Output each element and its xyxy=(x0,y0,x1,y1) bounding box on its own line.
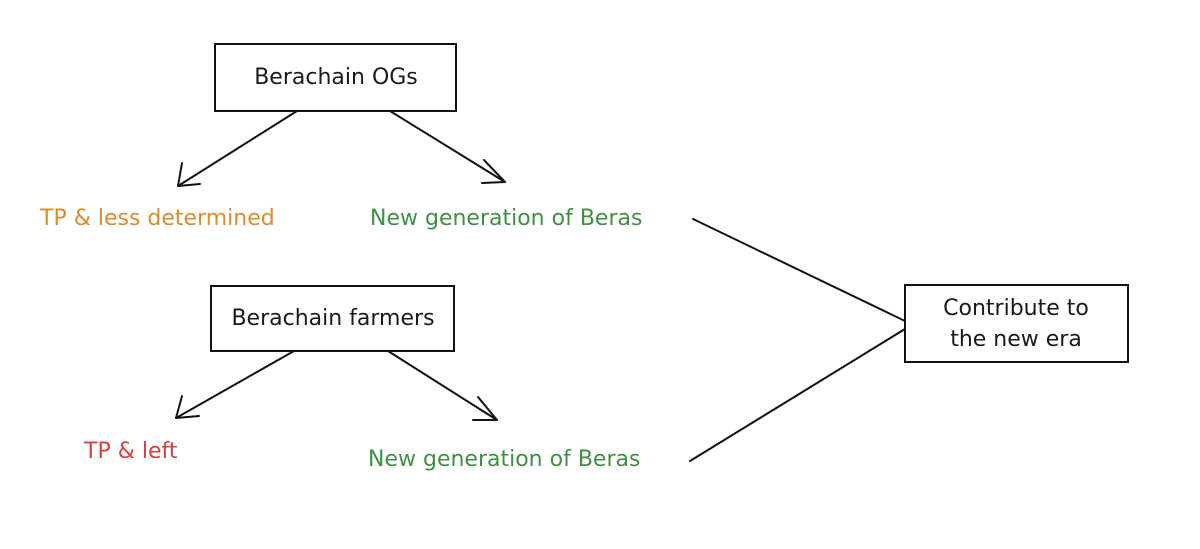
arrowhead-og-to-new xyxy=(481,159,506,184)
og-outcome-new-generation-label: New generation of Beras xyxy=(370,206,642,231)
edge-og-to-tp xyxy=(177,110,298,187)
node-berachain-farmers-label: Berachain farmers xyxy=(231,306,434,331)
arrowhead-farmers-to-tp xyxy=(175,395,200,419)
node-berachain-farmers-box xyxy=(210,285,455,352)
edge-farmers-new-to-contribute xyxy=(689,328,906,462)
node-contribute: Contribute to the new era xyxy=(904,284,1129,363)
arrowhead-og-to-tp xyxy=(177,162,201,187)
edge-og-new-to-contribute xyxy=(692,218,906,322)
node-contribute-label-line2: the new era xyxy=(950,327,1082,352)
node-berachain-ogs-box xyxy=(214,43,457,112)
node-berachain-ogs: Berachain OGs xyxy=(214,43,457,112)
node-contribute-label-line1: Contribute to xyxy=(943,296,1089,321)
edge-farmers-to-tp xyxy=(175,350,295,419)
node-berachain-ogs-label: Berachain OGs xyxy=(254,65,418,90)
node-berachain-farmers: Berachain farmers xyxy=(210,285,455,352)
edge-og-to-new xyxy=(389,110,506,183)
arrowhead-farmers-to-new xyxy=(472,396,498,421)
node-contribute-box xyxy=(904,284,1129,363)
farmers-outcome-tp-label: TP & left xyxy=(83,439,178,464)
farmers-outcome-new-generation-label: New generation of Beras xyxy=(368,447,640,472)
edge-farmers-to-new xyxy=(387,350,498,421)
og-outcome-tp-label: TP & less determined xyxy=(39,206,275,231)
